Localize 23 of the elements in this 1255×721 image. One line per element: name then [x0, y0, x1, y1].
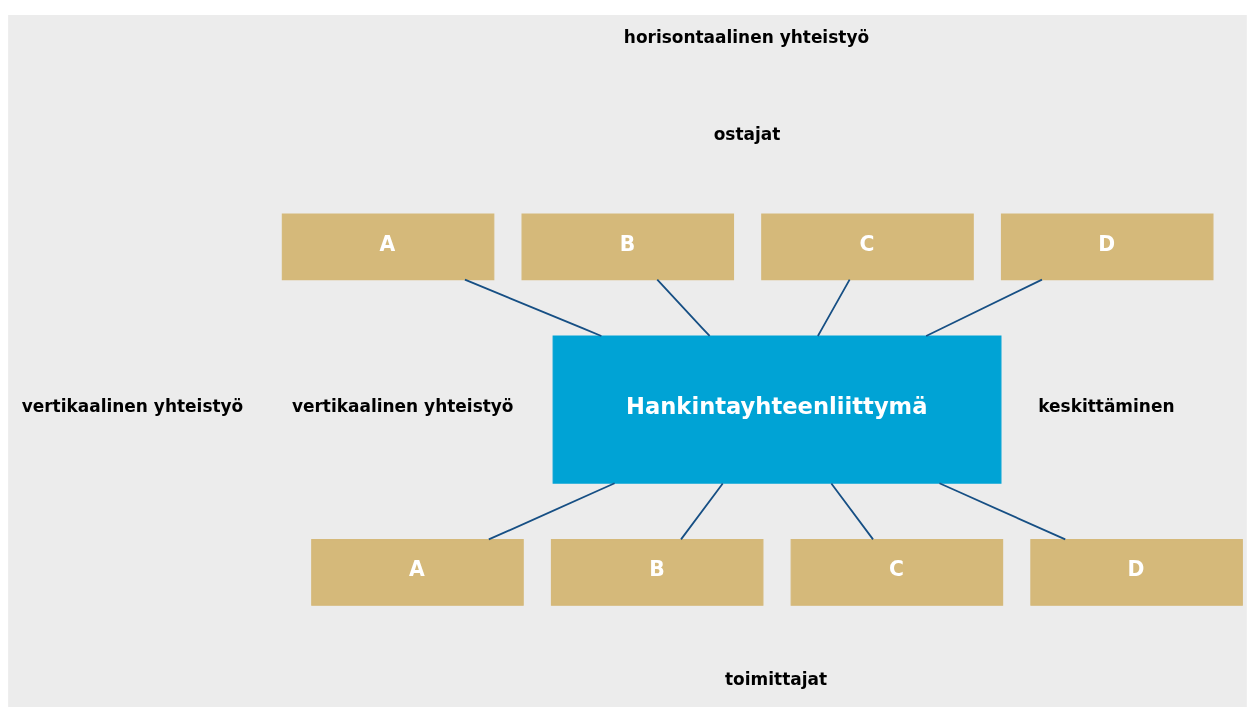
label: ostajat	[713, 123, 781, 144]
connector	[830, 482, 874, 540]
node-box: B	[550, 538, 764, 606]
connector	[680, 482, 724, 540]
node-box: A	[311, 538, 524, 606]
label: toimittajat	[725, 668, 828, 689]
connector	[464, 278, 603, 337]
connector	[817, 278, 851, 337]
node-box: B	[521, 212, 735, 280]
node-box: D	[1000, 212, 1214, 280]
label: horisontaalinen yhteistyö	[623, 26, 870, 47]
connector	[938, 481, 1067, 540]
node-box: A	[281, 212, 495, 280]
connector	[925, 278, 1043, 337]
connector	[487, 481, 616, 540]
node-box: C	[790, 538, 1004, 606]
node-box: C	[761, 212, 974, 280]
node-box: D	[1030, 538, 1243, 606]
connector	[656, 278, 711, 337]
label: vertikaalinen yhteistyö	[21, 395, 244, 416]
label: vertikaalinen yhteistyö	[291, 395, 514, 416]
label: keskittäminen	[1038, 395, 1175, 416]
node-box: Hankintayhteenliittymä	[552, 335, 1002, 484]
